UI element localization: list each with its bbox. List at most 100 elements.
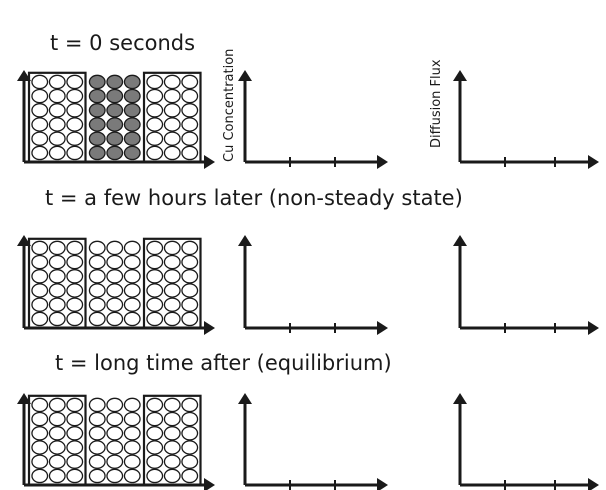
atom [181,74,199,90]
atom [48,468,66,484]
atom [181,397,199,413]
atom [31,411,49,427]
atom [146,311,164,327]
atom [163,88,181,104]
atom [106,454,124,469]
atom [146,117,164,132]
row-2-label: t = a few hours later (non-steady state) [45,186,463,210]
atom [88,269,106,284]
atom [31,468,49,484]
atom [163,240,181,256]
atom [66,131,84,146]
atom [146,103,164,118]
atom [123,254,141,270]
atom [106,269,124,284]
plot-x-arrow [377,321,388,335]
atom [163,311,181,327]
cu-concentration-axis-label: Cu Concentration [222,49,237,162]
atom [88,411,106,427]
block-y-arrow [17,235,31,246]
atom [31,131,49,146]
atom-blocks [17,70,215,490]
atom [146,131,164,146]
atom [48,145,66,161]
left-section-frame [27,237,87,330]
plot-y-arrow [453,393,467,404]
atom [146,74,164,90]
plot-y-arrow [238,70,252,81]
atom [31,297,49,312]
atom [146,440,164,455]
atom [146,297,164,312]
atom [163,411,181,427]
plot-x-arrow [377,478,388,490]
atom [106,397,124,413]
atom [123,454,141,469]
block-y-arrow [17,70,31,81]
atom [66,240,84,256]
block-x-arrow [204,155,215,169]
atom [66,454,84,469]
cu-atom [106,74,124,90]
concentration-plot [238,393,388,490]
atom [181,411,199,427]
atom [123,240,141,256]
atom [88,440,106,455]
atom [106,283,124,298]
atom [163,454,181,469]
atom [181,254,199,270]
atom [181,131,199,146]
cu-atom [88,145,106,161]
diffusion-flux-axis-label: Diffusion Flux [429,59,444,148]
left-section-frame [27,71,87,164]
atom [66,426,84,441]
atom [48,297,66,312]
atom [163,103,181,118]
atom [163,254,181,270]
block-x-arrow [204,321,215,335]
plot-x-arrow [377,155,388,169]
atom [146,88,164,104]
atom [31,103,49,118]
cu-atom [88,74,106,90]
atom [48,426,66,441]
atom [146,240,164,256]
atom [146,145,164,161]
cu-atom [123,88,141,104]
cu-atom [106,103,124,118]
atom [31,254,49,270]
atom [48,311,66,327]
atom [88,240,106,256]
atom [163,131,181,146]
atom [48,283,66,298]
atom [181,283,199,298]
atom [88,283,106,298]
empty-plots [238,70,599,490]
atom [181,297,199,312]
atom [181,145,199,161]
atom [66,269,84,284]
plot-x-arrow [588,155,599,169]
atom [181,311,199,327]
atom [123,468,141,484]
flux-plot [453,235,599,335]
atom [31,74,49,90]
atom [31,311,49,327]
block-y-arrow [17,393,31,404]
right-section-frame [142,237,202,330]
plot-x-arrow [588,478,599,490]
plot-y-arrow [238,393,252,404]
cu-atom [88,131,106,146]
atom [123,297,141,312]
atom [66,311,84,327]
atom [48,440,66,455]
atom [123,269,141,284]
atom [31,117,49,132]
atom [88,311,106,327]
atom [146,411,164,427]
atom [66,117,84,132]
atom [163,440,181,455]
atom [123,283,141,298]
diagram-row [17,393,215,490]
